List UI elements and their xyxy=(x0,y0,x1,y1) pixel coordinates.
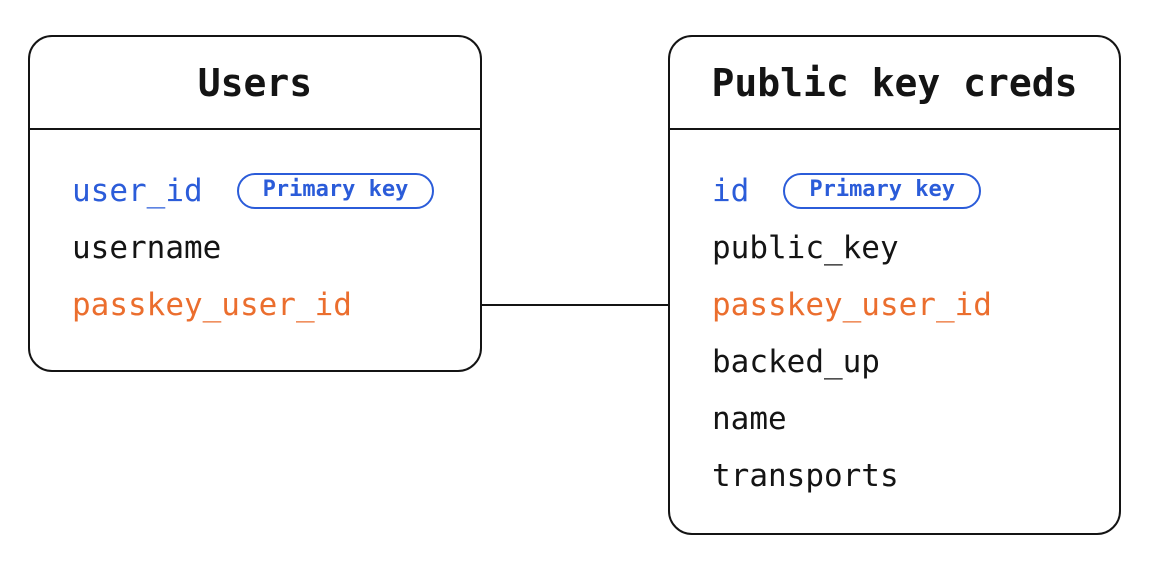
field-row-passkey-user-id: passkey_user_id xyxy=(712,276,1109,333)
field-label: username xyxy=(72,229,222,266)
field-row-name: name xyxy=(712,390,1109,447)
field-row-passkey-user-id: passkey_user_id xyxy=(72,276,470,333)
field-label: public_key xyxy=(712,229,899,266)
field-row-user-id: user_id Primary key xyxy=(72,162,470,219)
users-table: Users user_id Primary key username passk… xyxy=(28,35,482,372)
field-label: transports xyxy=(712,457,899,494)
field-label: id xyxy=(712,172,750,209)
field-label: backed_up xyxy=(712,343,880,380)
field-row-transports: transports xyxy=(712,447,1109,504)
field-row-username: username xyxy=(72,219,470,276)
public-key-creds-table-fields: id Primary key public_key passkey_user_i… xyxy=(670,130,1119,504)
field-row-id: id Primary key xyxy=(712,162,1109,219)
public-key-creds-table: Public key creds id Primary key public_k… xyxy=(668,35,1121,535)
field-label: name xyxy=(712,400,787,437)
users-table-fields: user_id Primary key username passkey_use… xyxy=(30,130,480,333)
public-key-creds-table-title: Public key creds xyxy=(670,37,1119,130)
field-label: user_id xyxy=(72,172,203,209)
users-table-title: Users xyxy=(30,37,480,130)
relationship-line xyxy=(482,304,668,306)
primary-key-badge: Primary key xyxy=(783,172,982,209)
field-label: passkey_user_id xyxy=(72,286,352,323)
field-label: passkey_user_id xyxy=(712,286,992,323)
primary-key-badge: Primary key xyxy=(236,172,435,209)
field-row-public-key: public_key xyxy=(712,219,1109,276)
field-row-backed-up: backed_up xyxy=(712,333,1109,390)
